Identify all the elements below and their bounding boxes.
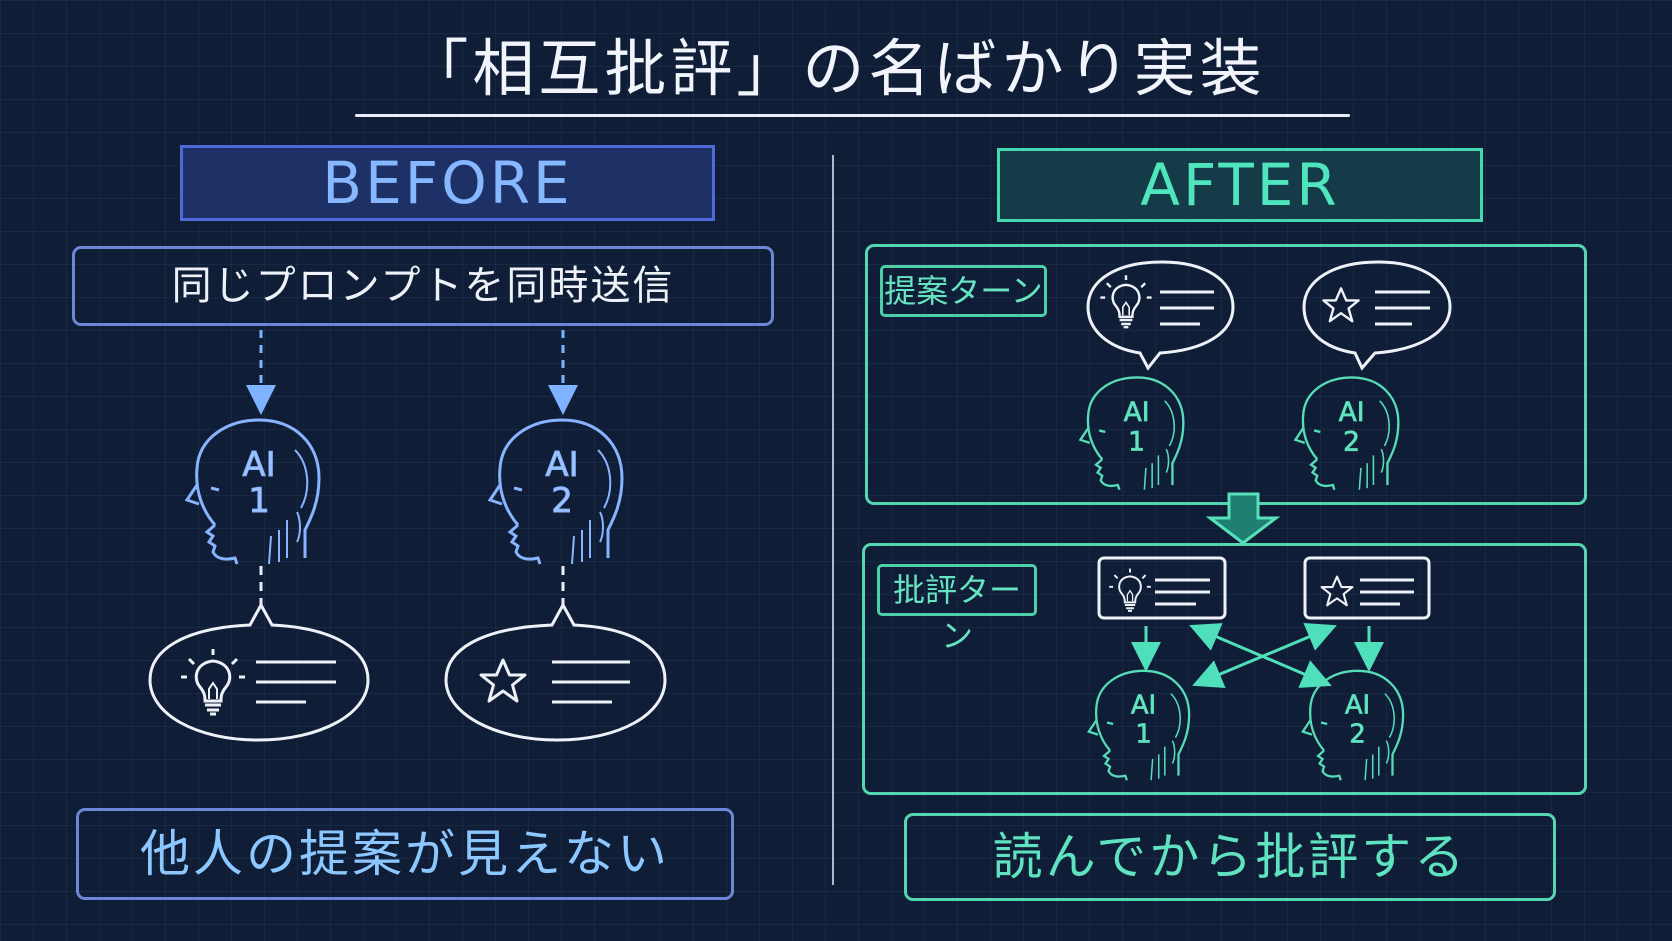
before-instruction-box: 同じプロンプトを同時送信	[72, 246, 774, 326]
critique-ai-2-line1: AI	[1345, 690, 1370, 720]
critique-turn-panel	[862, 543, 1587, 795]
before-ai-head-2: AI 2	[488, 418, 624, 566]
title-underline	[355, 114, 1350, 117]
critique-arrows	[1131, 622, 1384, 689]
critique-ai-2-line2: 2	[1349, 719, 1365, 749]
before-ai-2-line1: AI	[545, 445, 578, 485]
lightbulb-icon	[179, 647, 247, 716]
before-header: BEFORE	[180, 145, 715, 221]
star-icon	[1322, 287, 1360, 323]
page-title: 「相互批評」の名ばかり実装	[406, 32, 1266, 105]
proposal-ai-2-line1: AI	[1339, 397, 1365, 428]
critique-ai-1-line1: AI	[1131, 690, 1156, 720]
center-divider	[832, 155, 834, 885]
proposal-bubble-1	[1086, 260, 1235, 371]
proposal-ai-head-2: AI 2	[1294, 376, 1400, 491]
before-ai-1-line2: 1	[248, 481, 270, 521]
before-bubble-2	[444, 601, 667, 742]
before-ai-head-1: AI 1	[185, 418, 321, 566]
after-header: AFTER	[997, 148, 1483, 222]
before-arrows	[246, 330, 578, 415]
lightbulb-icon	[1099, 274, 1153, 329]
proposal-turn-label: 提案ターン	[880, 265, 1047, 317]
star-icon	[1320, 575, 1354, 607]
before-bubble-1	[148, 601, 370, 742]
after-caption: 読んでから批評する	[904, 813, 1556, 901]
before-ai-2-line2: 2	[551, 481, 573, 521]
proposal-ai-1-line2: 1	[1128, 427, 1145, 458]
proposal-turn-panel	[865, 244, 1587, 505]
critique-ai-head-2: AI 2	[1301, 669, 1405, 782]
proposal-ai-head-1: AI 1	[1079, 376, 1185, 491]
proposal-bubble-2	[1302, 260, 1452, 371]
before-caption: 他人の提案が見えない	[76, 808, 734, 900]
turn-transition-arrow	[1205, 492, 1281, 545]
lightbulb-icon	[1108, 567, 1152, 612]
critique-card-1	[1097, 556, 1227, 620]
critique-turn-label: 批評ターン	[877, 564, 1037, 655]
critique-ai-1-line2: 1	[1135, 719, 1151, 749]
proposal-ai-1-line1: AI	[1124, 397, 1150, 428]
proposal-ai-2-line2: 2	[1343, 427, 1360, 458]
critique-ai-head-1: AI 1	[1087, 669, 1191, 782]
before-ai-1-line1: AI	[242, 445, 275, 485]
star-icon	[479, 658, 527, 703]
critique-card-2	[1303, 556, 1431, 620]
